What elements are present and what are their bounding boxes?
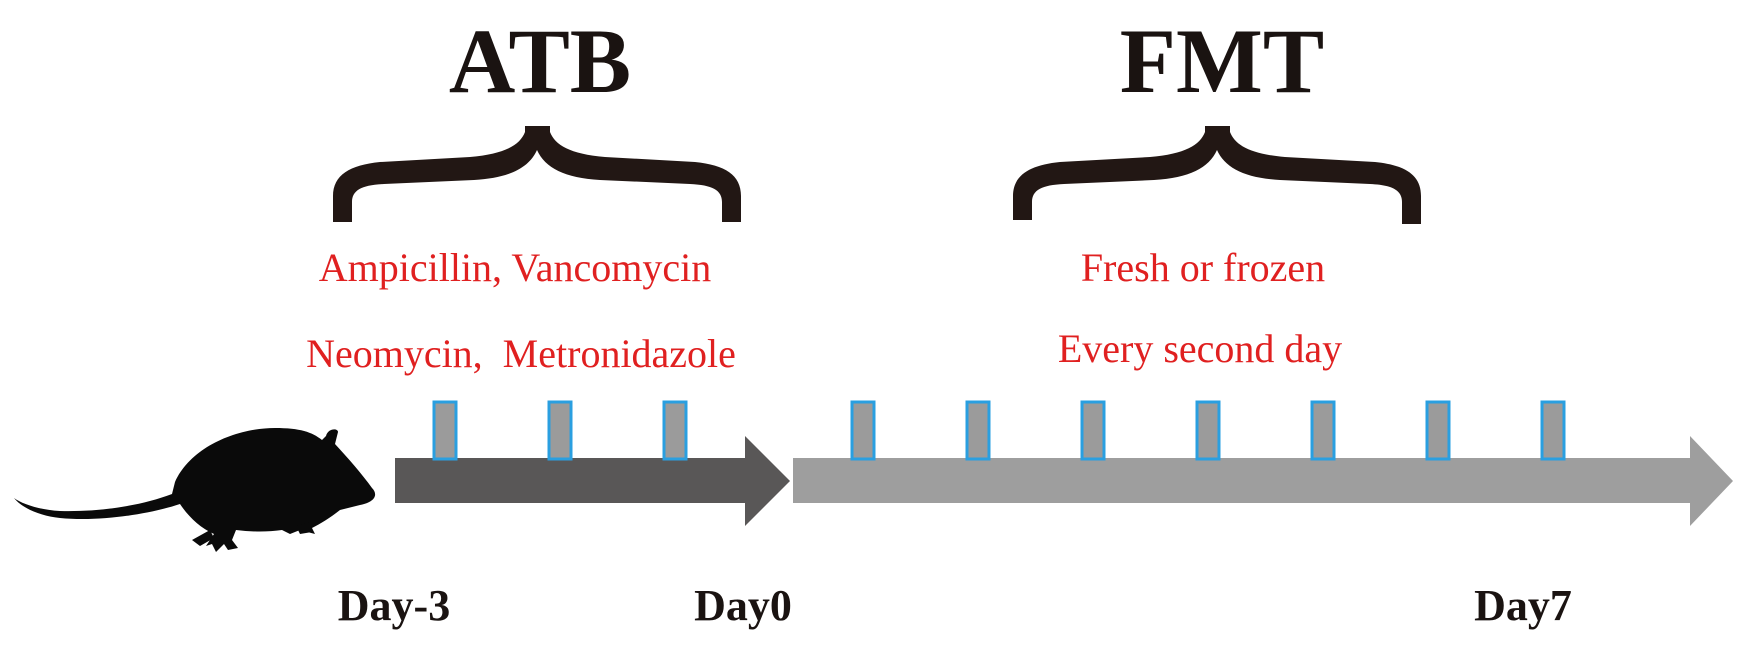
fmt-dose-markers (850, 400, 1566, 461)
day-label-zero: Day0 (694, 581, 792, 630)
fmt-note-line-2: Every second day (1058, 326, 1342, 371)
fmt-dose-marker (1080, 400, 1106, 461)
fmt-dose-marker (1310, 400, 1336, 461)
atb-curly-brace (333, 126, 741, 222)
fmt-dose-marker (1540, 400, 1566, 461)
atb-dose-markers (432, 400, 688, 461)
fmt-dose-marker (1425, 400, 1451, 461)
fmt-dose-marker (1195, 400, 1221, 461)
day-label-start: Day-3 (338, 581, 450, 630)
fmt-phase-title: FMT (1120, 10, 1324, 112)
fmt-dose-marker (850, 400, 876, 461)
atb-dose-marker (662, 400, 688, 461)
atb-timeline-arrow (395, 436, 790, 526)
atb-dose-marker (432, 400, 458, 461)
fmt-dose-marker (965, 400, 991, 461)
atb-dose-marker (547, 400, 573, 461)
atb-antibiotics-line-2: Neomycin, Metronidazole (306, 331, 736, 376)
fmt-timeline-arrow (793, 436, 1733, 526)
day-label-end: Day7 (1474, 581, 1572, 630)
mouse-icon (14, 428, 376, 552)
fmt-curly-brace (1013, 126, 1421, 224)
atb-phase-title: ATB (449, 10, 631, 112)
fmt-note-line-1: Fresh or frozen (1081, 245, 1325, 290)
atb-antibiotics-line-1: Ampicillin, Vancomycin (319, 245, 712, 290)
